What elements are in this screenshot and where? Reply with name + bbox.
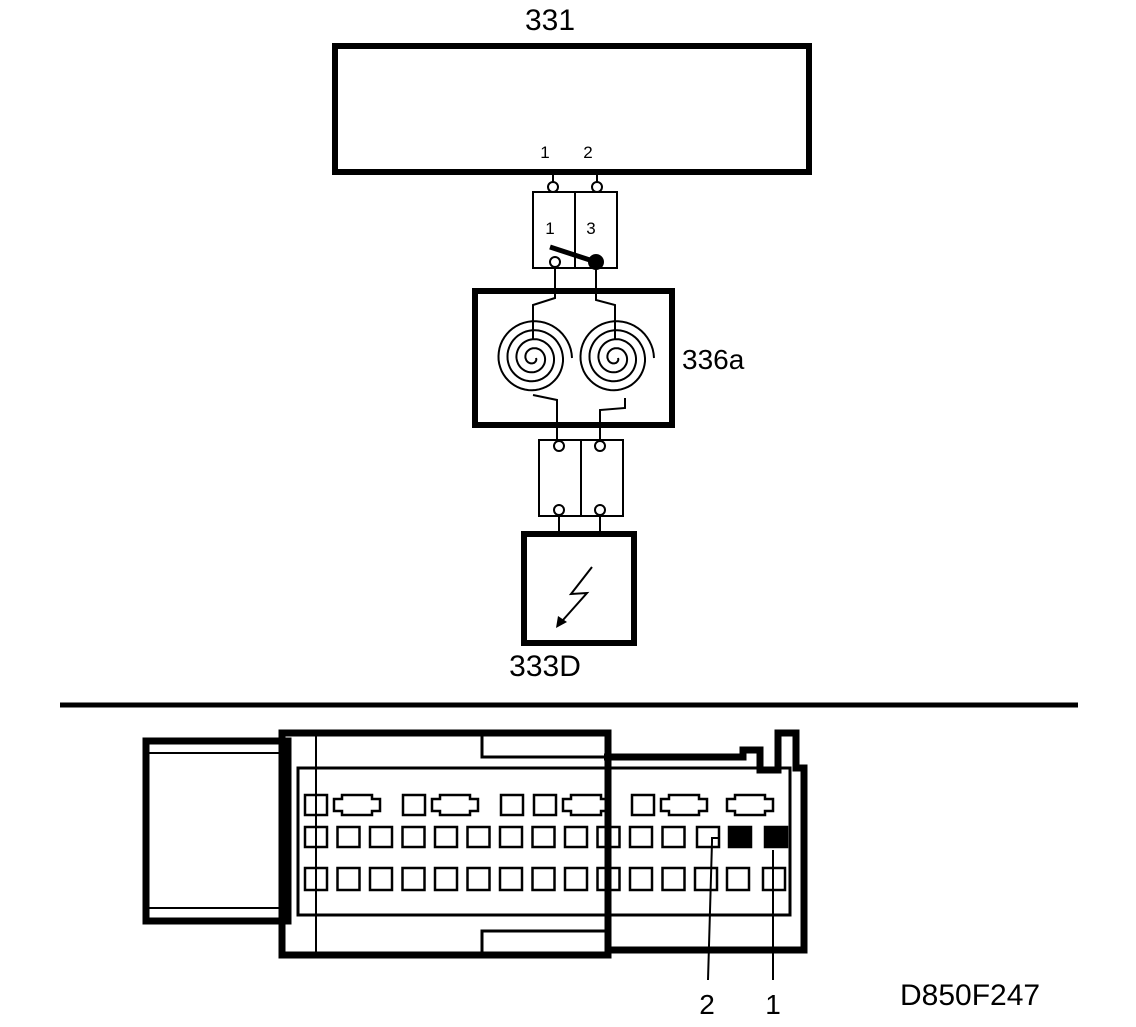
callout-pin-1-label: 1 (765, 989, 781, 1020)
airbag-label: 333D (509, 650, 581, 683)
cavity (401, 793, 427, 817)
ecu-pin-1-label: 1 (540, 143, 549, 162)
keyed-cavity (430, 793, 480, 817)
airbag-box (521, 531, 637, 646)
cavity (630, 793, 656, 817)
spiral-left-icon (497, 320, 573, 392)
cavity (693, 866, 719, 892)
keyed-cavity (332, 793, 382, 817)
wire-cs-right-in (595, 269, 616, 340)
cavity (433, 866, 459, 892)
cavity (303, 793, 329, 817)
cavity (303, 866, 329, 892)
cavity (531, 825, 556, 849)
cavity (303, 825, 329, 849)
cavity (531, 866, 556, 892)
cavity-pin-2 (727, 825, 753, 849)
shorting-bar (549, 244, 597, 265)
ecu-box (332, 43, 812, 175)
cavity (596, 866, 621, 892)
keyed-cavity (561, 793, 611, 817)
cavity (368, 866, 394, 892)
callout-pin-2-label: 2 (699, 989, 715, 1020)
connector-face-view (142, 729, 808, 981)
cavity (466, 825, 491, 849)
wire-cs-right-out (599, 398, 626, 440)
cavity (498, 866, 524, 892)
cavity (336, 866, 361, 892)
igniter-icon (556, 566, 593, 628)
cavity-pin-1 (763, 825, 789, 849)
cavity (628, 866, 654, 892)
cavity (596, 825, 621, 849)
cavity (532, 793, 558, 817)
cavity (401, 825, 426, 849)
connector-pin-1-label: 1 (545, 219, 554, 238)
lower-connector (538, 439, 624, 517)
wire-cs-left-in (532, 267, 556, 340)
cavity (563, 825, 589, 849)
keyed-cavity (659, 793, 709, 817)
cavity (628, 825, 654, 849)
keyed-cavity (725, 793, 775, 817)
clock-spring-label: 336a (682, 344, 745, 375)
cavity (563, 866, 589, 892)
cavity (498, 825, 524, 849)
ecu-pin-2-label: 2 (583, 143, 592, 162)
connector-pin-3-label: 3 (586, 219, 595, 238)
spiral-right-icon (579, 320, 655, 392)
cavity (499, 793, 525, 817)
cavity (466, 866, 491, 892)
cavity (661, 866, 686, 892)
cavity (336, 825, 361, 849)
clock-spring-box (472, 288, 675, 428)
cavity (401, 866, 426, 892)
ecu-label: 331 (525, 4, 575, 37)
cavity (725, 866, 751, 892)
wire-cs-left-out (532, 394, 558, 440)
cavity (368, 825, 394, 849)
reference-code: D850F247 (900, 979, 1040, 1012)
cavity (433, 825, 459, 849)
cavity (661, 825, 686, 849)
